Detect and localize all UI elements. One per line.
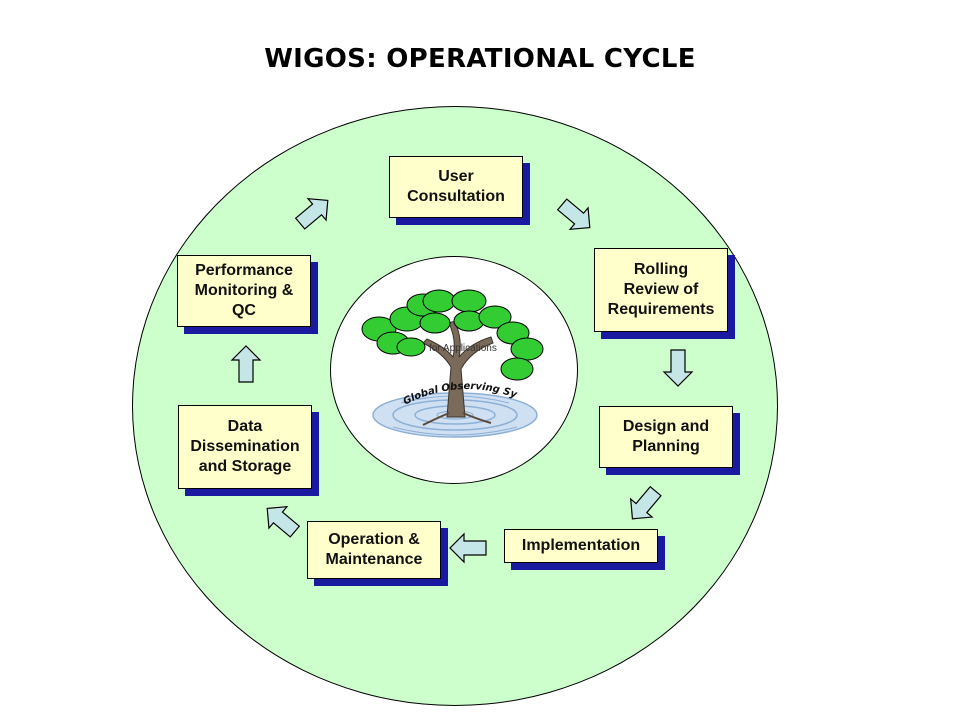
step-implementation: Implementation — [504, 529, 658, 563]
hub-caption: for Applications — [429, 343, 497, 354]
arrow-to-data-dissemination — [257, 497, 305, 543]
step-operation-maintenance: Operation & Maintenance — [307, 521, 441, 579]
step-design-planning: Design and Planning — [599, 406, 733, 468]
page-title: WIGOS: OPERATIONAL CYCLE — [264, 44, 696, 74]
arrow-to-operation-maintenance — [449, 533, 487, 563]
arrow-to-rolling-review — [552, 193, 600, 239]
step-data-dissemination: Data Dissemination and Storage — [178, 405, 312, 489]
arrow-to-implementation — [621, 481, 667, 529]
arrow-to-design-planning — [663, 349, 693, 387]
step-rolling-review: Rolling Review of Requirements — [594, 248, 728, 332]
step-performance-monitoring: Performance Monitoring & QC — [177, 255, 311, 327]
arrow-to-performance-monitoring — [231, 345, 261, 383]
arrow-to-user-consultation — [290, 189, 338, 235]
tree-icon: Global Observing Systems — [331, 257, 544, 438]
step-user-consultation: User Consultation — [389, 156, 523, 218]
hub-circle: Global Observing Systems for Application… — [330, 256, 578, 484]
